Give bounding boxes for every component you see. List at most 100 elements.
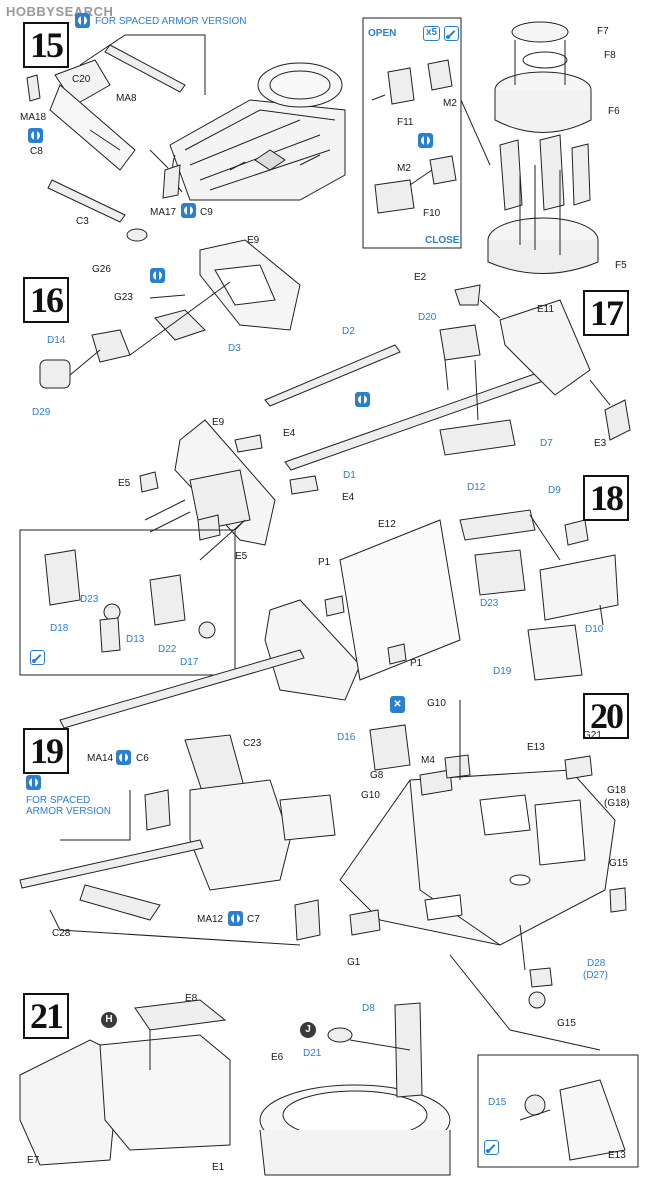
part-label: F10: [423, 208, 441, 219]
part-label: E13: [527, 742, 545, 753]
part-label: D23: [480, 598, 499, 609]
glue-icon: [116, 750, 131, 765]
part-label: D7: [540, 438, 553, 449]
step-number-21: 21: [23, 993, 69, 1039]
turret-ring-drawing: [487, 21, 599, 274]
part-label: D13: [126, 634, 145, 645]
part-label: C28: [52, 928, 71, 939]
part-label: E3: [594, 438, 607, 449]
part-label: E2: [414, 272, 427, 283]
part-label: D29: [32, 407, 51, 418]
step-number-20: 20: [583, 693, 629, 739]
spaced-armor-note-line1: FOR SPACED: [26, 795, 91, 806]
part-label: M4: [421, 755, 435, 766]
section-marker-j: J: [300, 1022, 316, 1038]
step-17-drawing: [264, 284, 631, 471]
glue-icon: [150, 268, 165, 283]
step-number-19: 19: [23, 728, 69, 774]
part-label: D9: [548, 485, 561, 496]
part-label: E9: [212, 417, 225, 428]
multiplier-badge: x5: [423, 26, 440, 41]
glue-icon: [355, 392, 370, 407]
part-label: E8: [185, 993, 198, 1004]
step-19-drawing: [19, 734, 336, 946]
step-15-hull-drawing: [169, 62, 346, 201]
callout-parts: [371, 59, 457, 214]
part-label: F5: [615, 260, 627, 271]
part-label: D14: [47, 335, 66, 346]
part-label: D2: [342, 326, 355, 337]
paint-brush-icon: [444, 26, 459, 41]
part-label: P1: [318, 557, 331, 568]
spaced-armor-note: FOR SPACED ARMOR VERSION: [95, 16, 247, 27]
glue-icon: [26, 775, 41, 790]
glue-icon: [228, 911, 243, 926]
part-label: G18: [607, 785, 626, 796]
part-label: D3: [228, 343, 241, 354]
part-label: C9: [200, 207, 213, 218]
callout-close-label: CLOSE: [425, 235, 460, 246]
part-label: E11: [537, 304, 555, 315]
step-18-inset-box: [19, 519, 246, 676]
part-label: MA8: [116, 93, 137, 104]
part-label: E4: [342, 492, 355, 503]
glue-icon: [418, 133, 433, 148]
spaced-armor-note-line2: ARMOR VERSION: [26, 806, 112, 817]
part-label: C23: [243, 738, 262, 749]
part-label: E4: [283, 428, 296, 439]
open-close-callout: [362, 17, 462, 249]
part-label: D19: [493, 666, 512, 677]
part-label: E5: [118, 478, 131, 489]
part-label: MA18: [20, 112, 47, 123]
section-marker-h: H: [101, 1012, 117, 1028]
part-label: (D27): [583, 970, 609, 981]
step-16-drawing: [39, 228, 301, 389]
part-label: C6: [136, 753, 149, 764]
step-18-drawing: [59, 509, 619, 729]
step-number-18: 18: [583, 475, 629, 521]
part-label: D15: [488, 1097, 507, 1108]
part-label: E7: [27, 1155, 40, 1166]
part-label: D22: [158, 644, 177, 655]
part-label: G23: [114, 292, 133, 303]
part-label: D28: [587, 958, 606, 969]
part-label: C20: [72, 74, 91, 85]
part-label: E6: [271, 1052, 284, 1063]
part-label: E13: [608, 1150, 626, 1161]
step-21-inset-box: [477, 1054, 639, 1168]
part-label: D16: [337, 732, 356, 743]
part-label: C8: [30, 146, 43, 157]
part-label: MA12: [197, 914, 224, 925]
part-label: G8: [370, 770, 384, 781]
part-label: D1: [343, 470, 356, 481]
step-number-16: 16: [23, 277, 69, 323]
part-label: D10: [585, 624, 604, 635]
glue-icon: [75, 13, 90, 28]
step-number-15: 15: [23, 22, 69, 68]
part-label: G26: [92, 264, 111, 275]
part-label: M2: [443, 98, 457, 109]
callout-open-label: OPEN: [368, 28, 397, 39]
part-label: MA14: [87, 753, 114, 764]
part-label: F7: [597, 26, 609, 37]
step-15-parts: [26, 34, 206, 223]
part-label: E12: [378, 519, 396, 530]
part-label: G15: [609, 858, 628, 869]
part-label: D21: [303, 1048, 322, 1059]
part-label: P1: [410, 658, 423, 669]
paint-brush-icon: [484, 1140, 499, 1155]
part-label: D20: [418, 312, 437, 323]
part-label: E5: [235, 551, 248, 562]
part-label: D17: [180, 657, 199, 668]
part-label: D8: [362, 1003, 375, 1014]
part-label: F8: [604, 50, 616, 61]
part-label: F6: [608, 106, 620, 117]
part-label: E9: [247, 235, 260, 246]
remove-icon: ✕: [390, 696, 405, 713]
part-label: D23: [80, 594, 99, 605]
part-label: F11: [397, 117, 414, 128]
part-label: (G18): [604, 798, 630, 809]
step-17-mantlet-drawing: [139, 419, 319, 546]
